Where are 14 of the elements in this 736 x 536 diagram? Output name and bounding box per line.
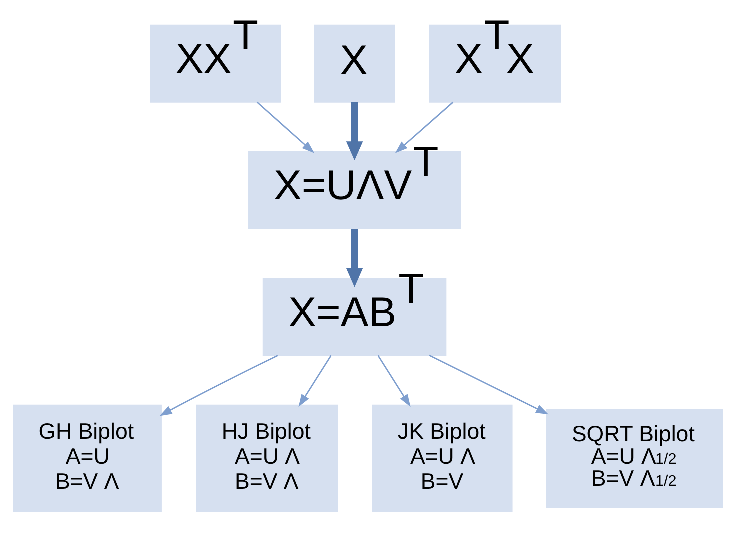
node-box: JK Biplot A=U Λ B=V: [372, 404, 513, 512]
node-box: SQRT Biplot A=U Λ1/2 B=V Λ1/2: [546, 408, 723, 508]
node-box: HJ Biplot A=U Λ B=V Λ: [196, 404, 338, 512]
arrow: [256, 101, 315, 153]
arrow: [160, 354, 278, 416]
arrow: [395, 101, 454, 153]
arrow: [429, 354, 549, 414]
arrow: [298, 354, 332, 407]
node-box: GH Biplot A=U B=V Λ: [13, 404, 162, 512]
arrow: [346, 102, 364, 160]
arrow: [346, 228, 364, 287]
arrow: [378, 354, 411, 407]
node-label: T: [413, 138, 439, 185]
node-box: X: [314, 24, 396, 102]
